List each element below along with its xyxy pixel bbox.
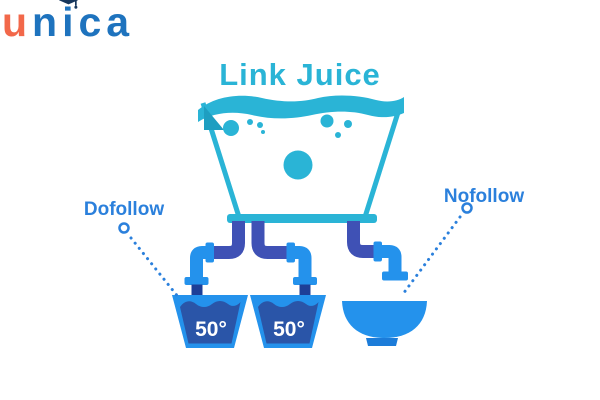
logo-letter-n: n — [32, 0, 63, 45]
bucket-shade — [204, 106, 224, 130]
logo-letter-i: i — [62, 0, 79, 45]
pipe-dofollow-left — [184, 221, 245, 304]
nofollow-bowl — [342, 301, 427, 346]
pipe-nofollow — [347, 221, 408, 281]
logo-letter-i-wrap: i — [59, 0, 79, 45]
bucket2-value: 50° — [273, 318, 305, 341]
pipe-dofollow-right — [251, 221, 317, 304]
nofollow-label: Nofollow — [444, 186, 524, 207]
graduation-cap-icon — [59, 0, 79, 9]
logo-letters-ca: ca — [78, 0, 135, 45]
dofollow-bucket-1 — [172, 295, 248, 348]
bubbles — [223, 114, 352, 180]
dofollow-label: Dofollow — [84, 199, 164, 220]
main-bucket — [198, 95, 404, 223]
dofollow-callout — [118, 222, 181, 300]
diagram-title: Link Juice — [219, 57, 381, 92]
nofollow-ring-icon — [461, 202, 473, 214]
dofollow-ring-icon — [118, 222, 130, 234]
liquid-wave — [198, 95, 404, 122]
bucket1-value: 50° — [195, 318, 227, 341]
logo-letter-u: u — [2, 0, 33, 45]
bucket-bottom-rim — [227, 214, 377, 223]
nofollow-callout — [401, 202, 473, 296]
